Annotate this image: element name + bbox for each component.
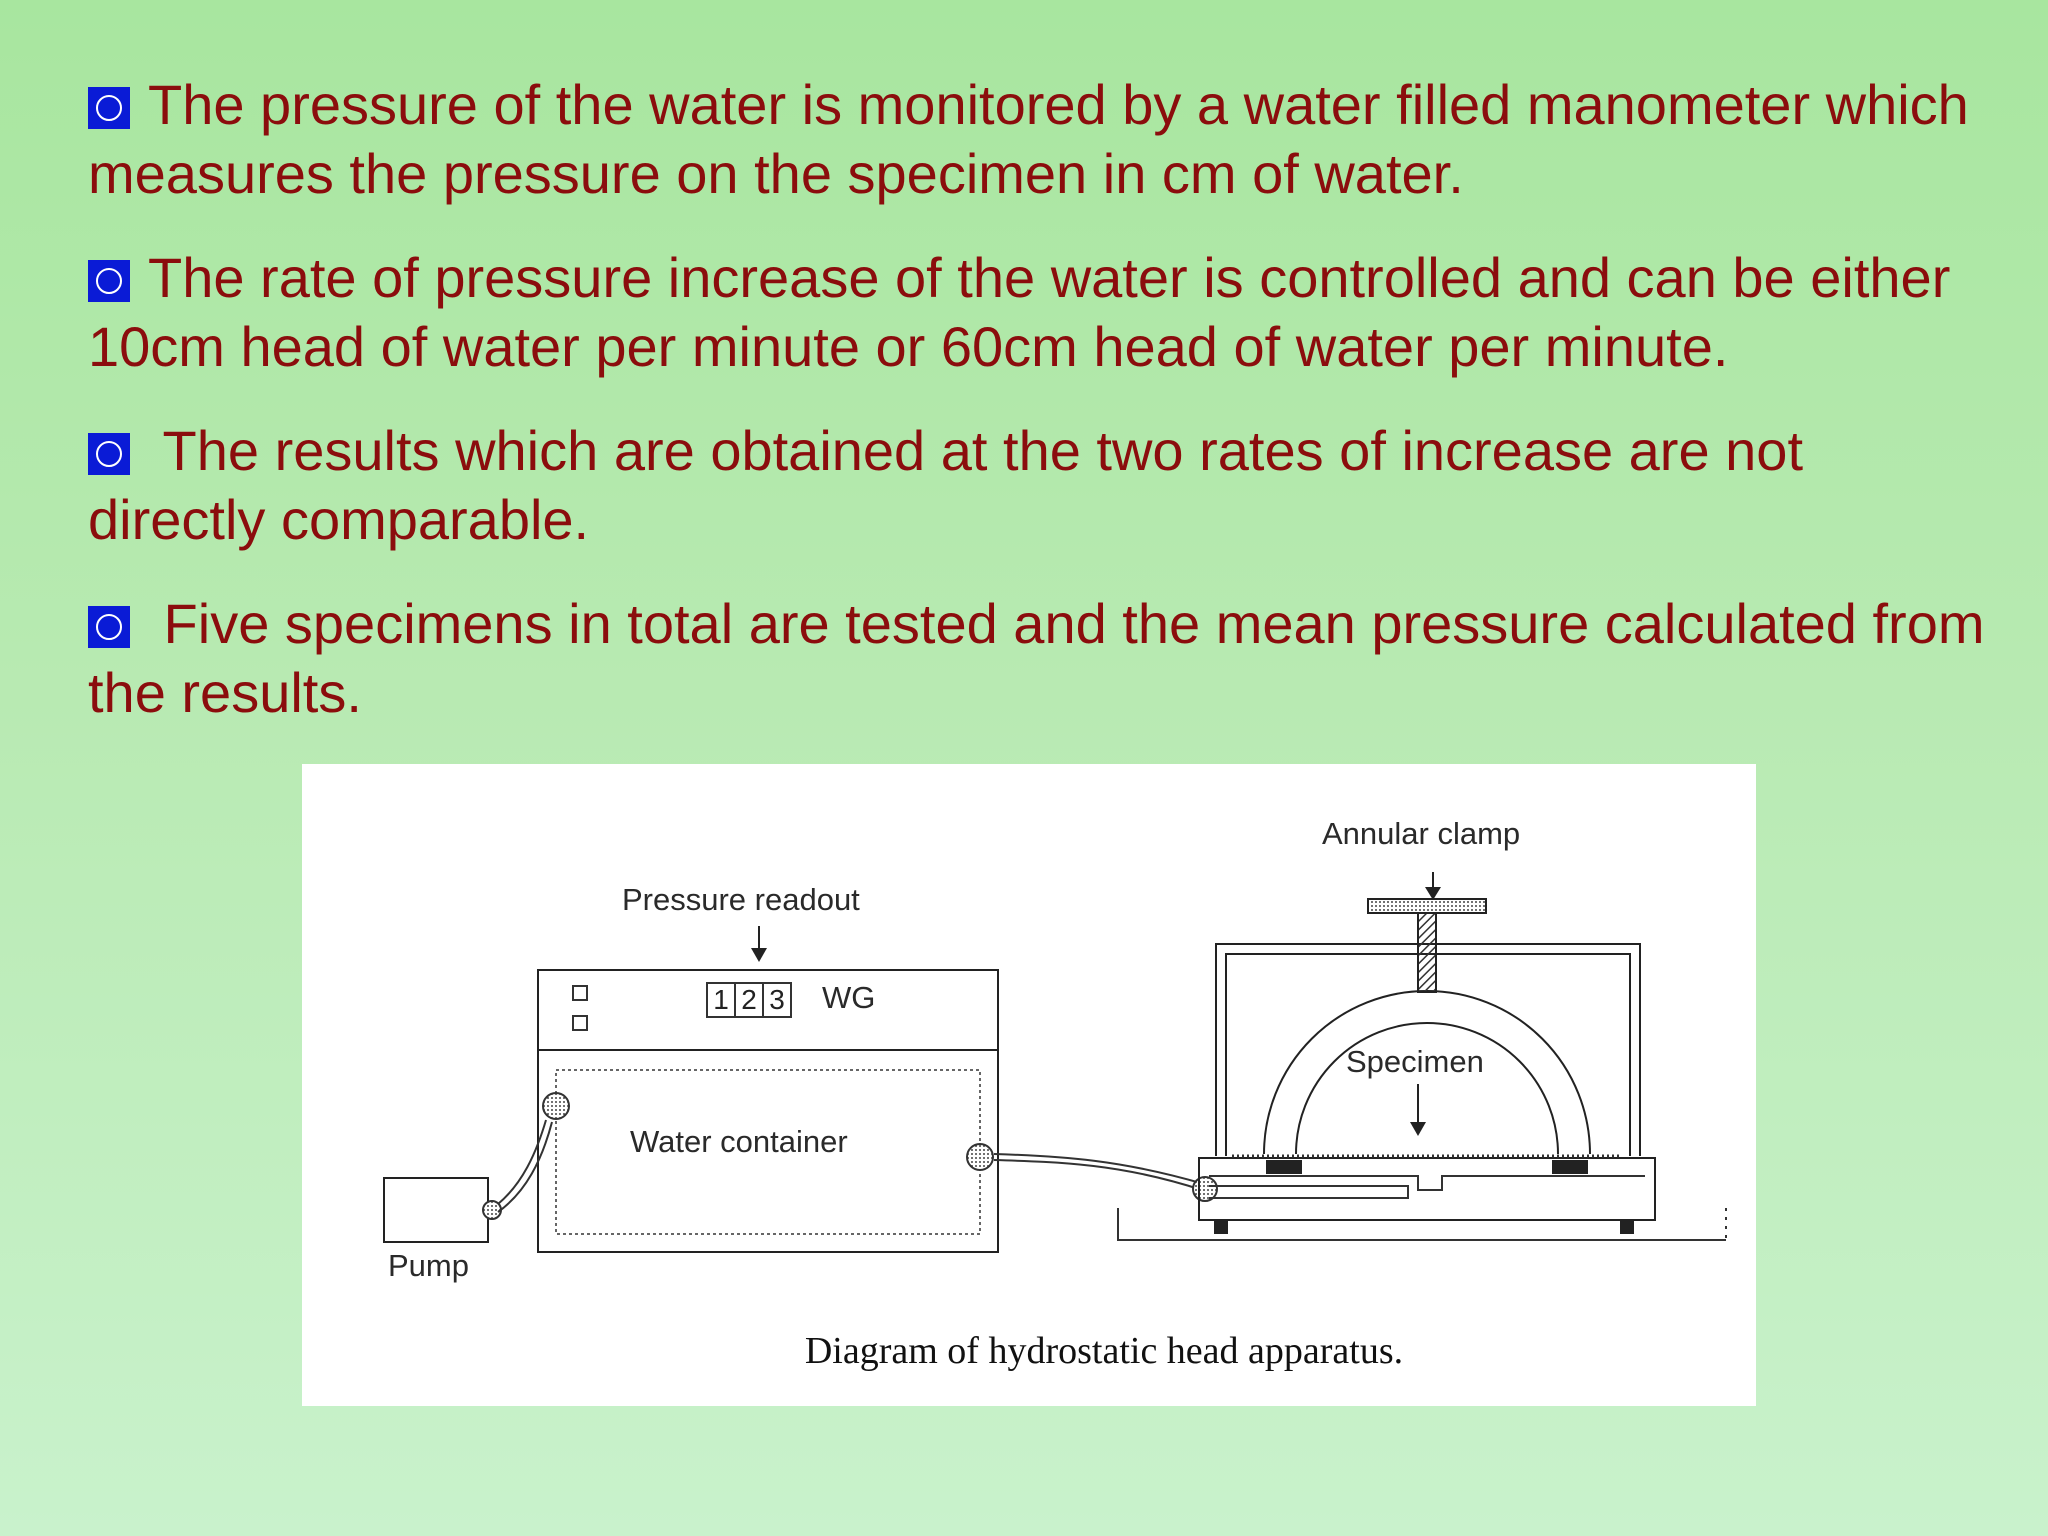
indicator-light (572, 1015, 588, 1031)
indicator-light (572, 985, 588, 1001)
clamp-screw (1417, 911, 1437, 993)
clamp-handle (1367, 898, 1487, 914)
bullet-text: The pressure of the water is monitored b… (88, 73, 1969, 205)
readout-display: 1 2 3 (706, 982, 792, 1018)
pressure-readout-label: Pressure readout (622, 882, 860, 917)
readout-digit: 2 (734, 982, 764, 1018)
circle-bullet-icon (88, 433, 130, 475)
specimen-label: Specimen (1346, 1044, 1484, 1079)
bullet-item: The rate of pressure increase of the wat… (88, 243, 1988, 381)
diagram-caption: Diagram of hydrostatic head apparatus. (804, 1330, 1404, 1372)
circle-bullet-icon (88, 260, 130, 302)
bullet-text: Five specimens in total are tested and t… (88, 592, 2001, 724)
bullet-item: The results which are obtained at the tw… (88, 416, 1988, 554)
apparatus-drawing (383, 872, 1727, 1253)
pump-label: Pump (388, 1248, 469, 1283)
hydrostatic-head-diagram: Annular clamp Pressure readout 1 2 3 WG … (302, 764, 1756, 1406)
pump (383, 1177, 489, 1243)
circle-bullet-icon (88, 606, 130, 648)
bullet-list: The pressure of the water is monitored b… (88, 70, 1988, 762)
readout-digit: 1 (706, 982, 736, 1018)
apparatus-base (1198, 1157, 1656, 1221)
annular-clamp-label: Annular clamp (1322, 816, 1521, 851)
bullet-item: The pressure of the water is monitored b… (88, 70, 1988, 208)
circle-bullet-icon (88, 87, 130, 129)
bullet-text: The results which are obtained at the tw… (88, 419, 1819, 551)
readout-digit: 3 (762, 982, 792, 1018)
water-container-label: Water container (630, 1124, 848, 1159)
bullet-text: The rate of pressure increase of the wat… (88, 246, 1951, 378)
control-box (537, 969, 999, 1253)
unit-label: WG (822, 980, 876, 1015)
bullet-item: Five specimens in total are tested and t… (88, 589, 1988, 727)
